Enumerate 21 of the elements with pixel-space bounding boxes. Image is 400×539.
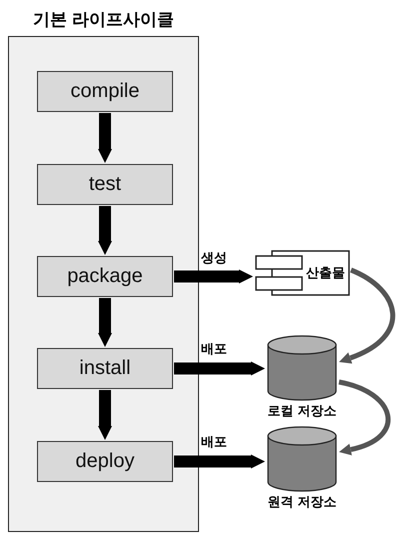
cylinder-label: 원격 저장소 — [266, 494, 338, 510]
process-box: compile — [37, 71, 173, 112]
arrow — [98, 113, 112, 163]
arrow — [98, 206, 112, 255]
arrow — [339, 268, 396, 364]
cylinder-label: 로컬 저장소 — [266, 403, 338, 419]
arrow — [174, 362, 265, 376]
panel-title: 기본 라이프사이클 — [32, 9, 175, 31]
edge-label: 배포 — [200, 434, 228, 449]
edge-label: 배포 — [200, 341, 228, 356]
arrow — [174, 270, 253, 284]
arrow — [98, 298, 112, 347]
arrow — [338, 380, 390, 456]
process-box: test — [37, 164, 173, 205]
process-box: install — [37, 348, 173, 389]
component-label: 산출물 — [306, 265, 345, 281]
edge-label: 생성 — [200, 250, 228, 265]
arrow — [98, 390, 112, 440]
arrow — [174, 454, 265, 468]
process-box: deploy — [37, 441, 173, 482]
process-box: package — [37, 256, 173, 297]
